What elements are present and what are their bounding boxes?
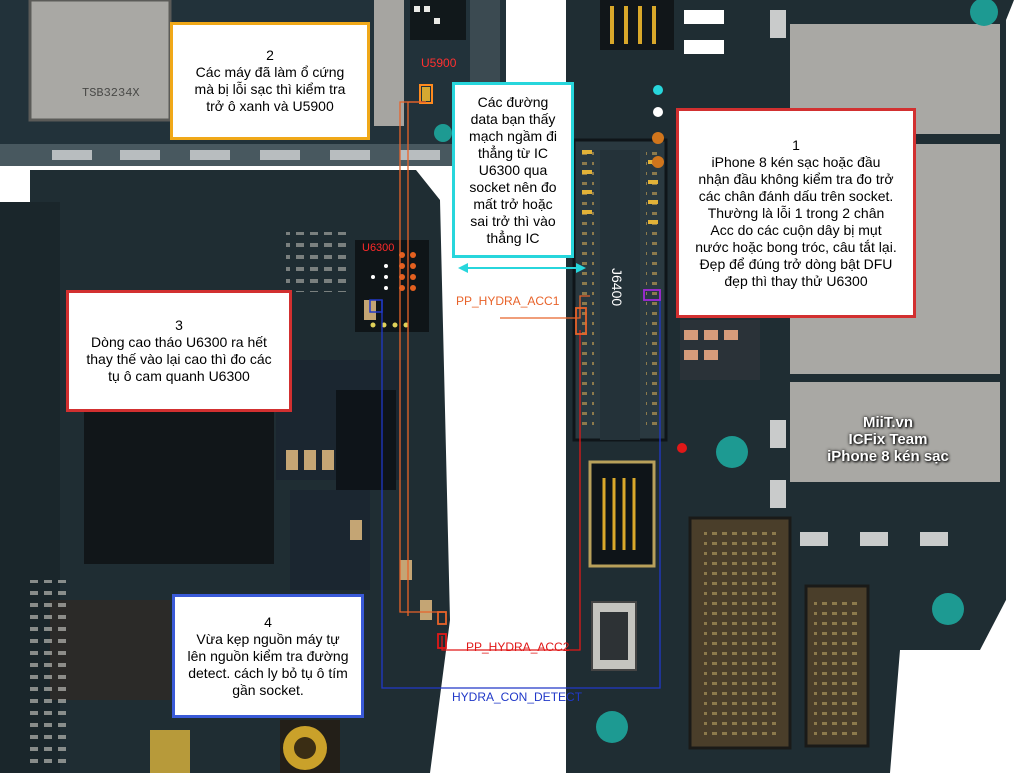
- ic-marking-tsb: TSB3234X: [82, 86, 140, 100]
- watermark: MiiT.vn ICFix Team iPhone 8 kén sạc: [808, 414, 968, 465]
- note-1-line: đẹp thì thay thử U6300: [724, 272, 868, 289]
- note-3-line: thay thế vào lại cao thì đo các: [86, 351, 272, 367]
- note-4-number: 4: [264, 613, 272, 630]
- note-1-line: Acc do các cuộn dây bị mụt: [710, 221, 882, 238]
- note-3: 3 Dòng cao tháo U6300 ra hết thay thế và…: [66, 290, 292, 412]
- note-data-line: data bạn thấy: [470, 110, 556, 127]
- note-1-line: nhận đầu không kiểm tra đo trở: [698, 170, 894, 187]
- note-1-line: Đẹp để đúng trở dòng bật DFU: [699, 255, 893, 272]
- note-data-line: mạch ngầm đi: [469, 127, 557, 144]
- watermark-line: MiiT.vn: [862, 414, 913, 431]
- note-4-line: gần socket.: [232, 681, 304, 698]
- note-1: 1 iPhone 8 kén sạc hoặc đầu nhận đầu khô…: [676, 108, 916, 318]
- pp-hydra-acc2-label: PP_HYDRA_ACC2: [466, 640, 570, 654]
- note-2-line: trở ô xanh và U5900: [206, 98, 334, 114]
- note-3-line: Dòng cao tháo U6300 ra hết: [91, 334, 267, 350]
- note-data-line: thẳng IC: [486, 229, 540, 246]
- note-data-line: sai trở thì vào: [470, 212, 556, 229]
- note-1-line: các chân đánh dấu trên socket.: [698, 187, 894, 204]
- note-1-line: Thường là lỗi 1 trong 2 chân: [707, 204, 885, 221]
- note-4: 4 Vừa kẹp nguồn máy tự lên nguồn kiểm tr…: [172, 594, 364, 718]
- note-data-line: thẳng từ IC: [477, 144, 549, 161]
- note-data-line: U6300 qua: [478, 161, 548, 178]
- watermark-line: ICFix Team: [848, 431, 928, 448]
- u5900-label: U5900: [421, 56, 457, 70]
- note-data-line: mất trở hoặc: [473, 195, 553, 212]
- note-4-line: Vừa kẹp nguồn máy tự: [196, 630, 340, 647]
- note-data-line: Các đường: [477, 93, 549, 110]
- watermark-line: iPhone 8 kén sạc: [827, 448, 949, 465]
- note-3-line: tụ ô cam quanh U6300: [108, 368, 250, 384]
- note-2-line: Các máy đã làm ổ cứng: [195, 64, 345, 80]
- note-1-line: iPhone 8 kén sạc hoặc đầu: [711, 153, 881, 170]
- hydra-con-detect-label: HYDRA_CON_DETECT: [452, 690, 583, 704]
- note-1-line: nước hoặc bong tróc, câu tắt lại.: [695, 238, 897, 255]
- note-2-number: 2: [266, 47, 274, 63]
- note-3-number: 3: [175, 317, 183, 333]
- pp-hydra-acc1-label: PP_HYDRA_ACC1: [456, 294, 560, 308]
- note-4-line: detect. cách ly bỏ tụ ô tím: [188, 664, 348, 681]
- note-data-lines: Các đường data bạn thấy mạch ngầm đi thẳ…: [452, 82, 574, 258]
- note-1-number: 1: [792, 136, 800, 153]
- j6400-label: J6400: [609, 268, 625, 306]
- note-data-line: socket nên đo: [469, 178, 557, 195]
- note-2: 2 Các máy đã làm ổ cứng mà bị lỗi sạc th…: [170, 22, 370, 140]
- note-4-line: lên nguồn kiểm tra đường: [187, 647, 349, 664]
- note-2-line: mà bị lỗi sạc thì kiểm tra: [194, 81, 346, 97]
- u6300-label: U6300: [362, 242, 395, 254]
